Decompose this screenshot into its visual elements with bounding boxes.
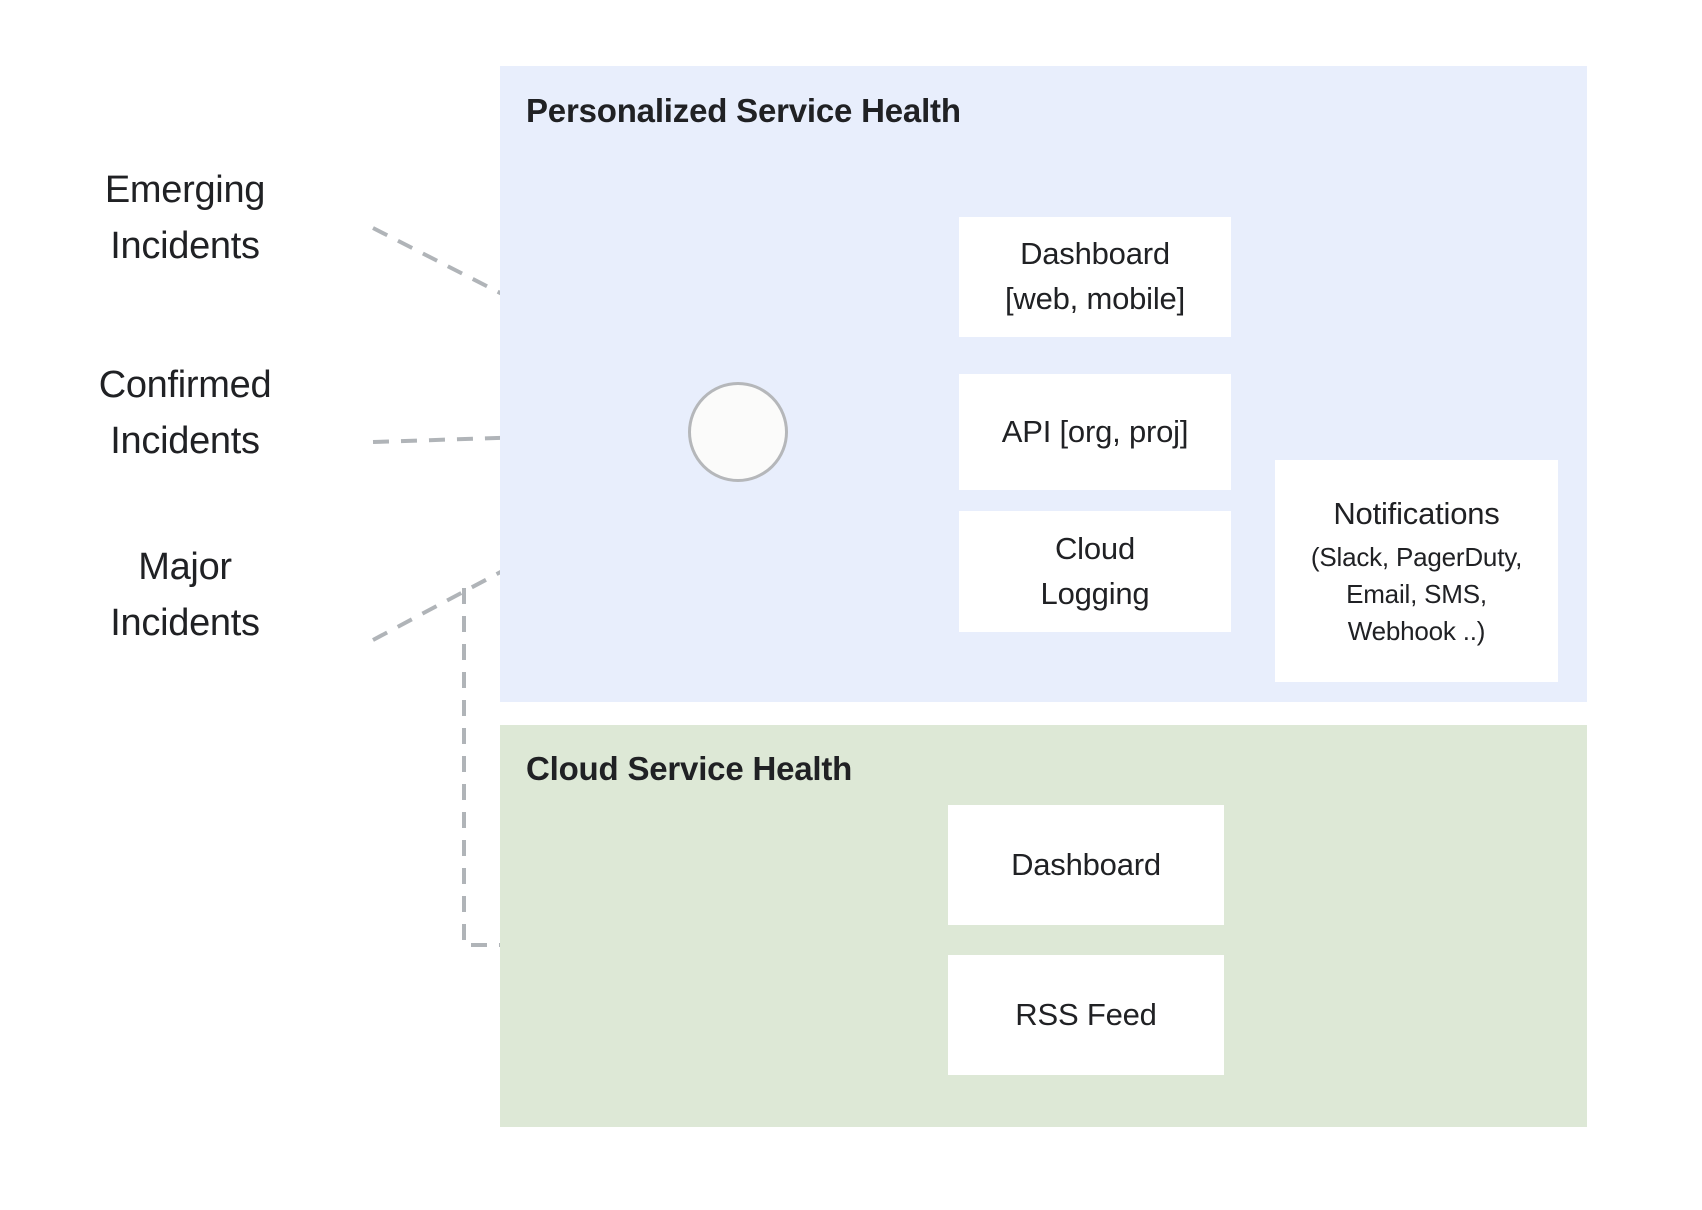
- box-rss-feed-line1: RSS Feed: [1015, 996, 1157, 1032]
- box-dashboard-csh-line1: Dashboard: [1011, 846, 1161, 882]
- panel-title-cloud-service-health: Cloud Service Health: [526, 750, 853, 787]
- box-api-org-proj[interactable]: API [org, proj]: [959, 374, 1231, 490]
- box-notifications[interactable]: Notifications (Slack, PagerDuty, Email, …: [1275, 460, 1558, 682]
- source-label-major-line2: Incidents: [110, 601, 260, 644]
- box-cloud-logging[interactable]: Cloud Logging: [959, 511, 1231, 632]
- panel-cloud-service-health: Cloud Service Health: [500, 725, 1587, 1127]
- box-cloud-logging-line1: Cloud: [1055, 530, 1135, 566]
- box-notifications-line1: (Slack, PagerDuty,: [1310, 542, 1523, 573]
- box-api-line1: API [org, proj]: [1001, 413, 1189, 449]
- source-label-emerging-line2: Incidents: [110, 224, 260, 267]
- box-dashboard-web-line1: Dashboard: [1020, 236, 1170, 272]
- source-label-confirmed-line2: Incidents: [110, 419, 260, 462]
- box-dashboard-cloud-service-health[interactable]: Dashboard: [948, 805, 1224, 925]
- box-dashboard-web-line2: [web, mobile]: [1004, 281, 1186, 316]
- service-health-hub-node: [688, 382, 788, 482]
- source-label-emerging-incidents: Emerging Incidents: [20, 163, 350, 275]
- box-notifications-line3: Webhook ..): [1347, 615, 1486, 646]
- box-cloud-logging-line2: Logging: [1040, 575, 1150, 611]
- source-label-confirmed-line1: Confirmed: [98, 364, 272, 406]
- source-label-major-line1: Major: [138, 546, 232, 588]
- box-dashboard-web-mobile[interactable]: Dashboard [web, mobile]: [959, 217, 1231, 337]
- box-notifications-heading: Notifications: [1333, 496, 1500, 532]
- box-notifications-line2: Email, SMS,: [1346, 579, 1487, 610]
- panel-title-personalized-service-health: Personalized Service Health: [526, 92, 961, 129]
- source-label-major-incidents: Major Incidents: [20, 540, 350, 652]
- source-label-emerging-line1: Emerging: [104, 169, 266, 211]
- box-rss-feed[interactable]: RSS Feed: [948, 955, 1224, 1075]
- source-label-confirmed-incidents: Confirmed Incidents: [20, 358, 350, 470]
